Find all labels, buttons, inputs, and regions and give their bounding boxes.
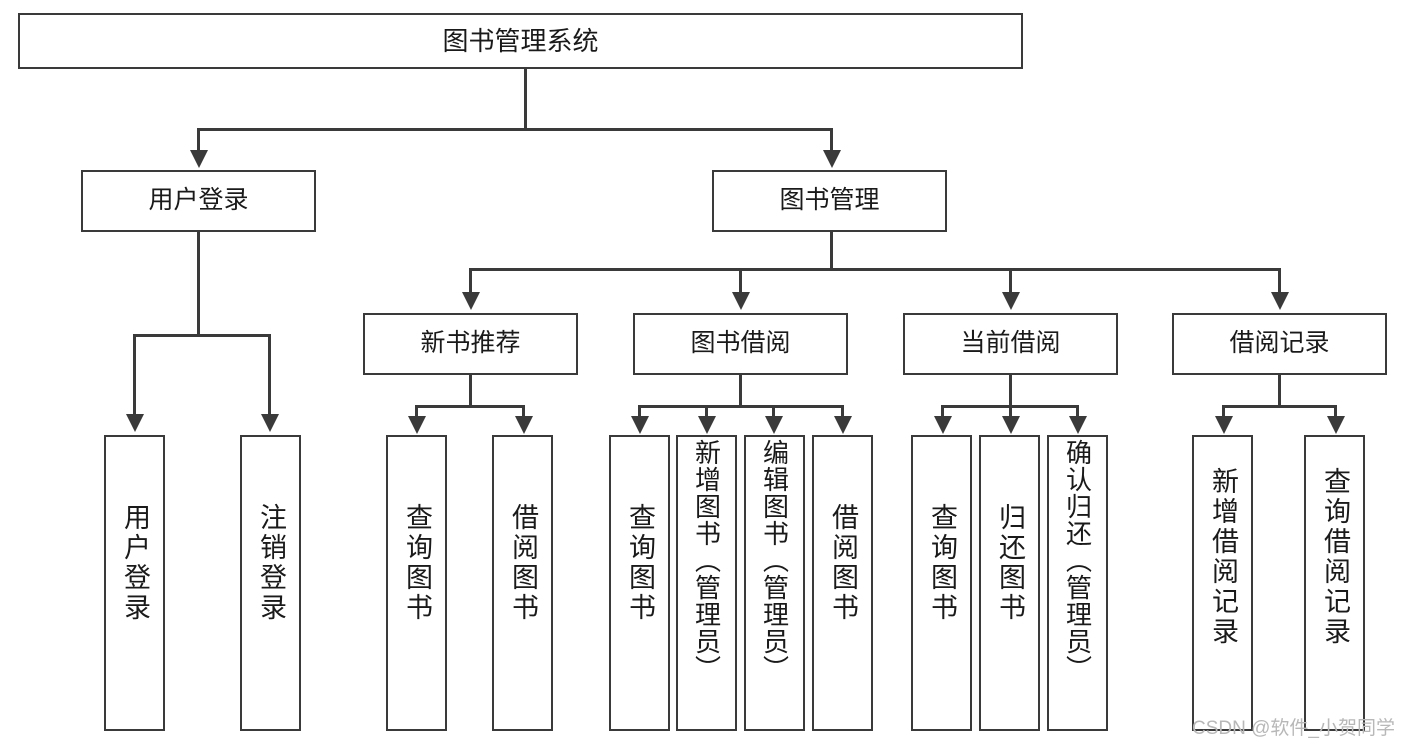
- arrowhead-current-borrow: [1002, 292, 1020, 310]
- edge-leg-new-book-recommend: [469, 268, 472, 294]
- arrowhead-bb-edit-book: [765, 416, 783, 434]
- edge-new-book-recommend-stem: [469, 375, 472, 406]
- node-label: 图书借阅: [690, 329, 791, 358]
- edge-leg-user-login: [197, 128, 200, 152]
- leaf-bb-query-book[interactable]: 查询图书: [609, 435, 670, 731]
- node-label: 借阅图书: [828, 503, 858, 623]
- leaf-br-query-record[interactable]: 查询借阅记录: [1304, 435, 1365, 731]
- node-label: 查询图书: [402, 503, 432, 623]
- node-label: 编辑图书（管理员）: [759, 439, 790, 682]
- leaf-nbr-query-book[interactable]: 查询图书: [386, 435, 447, 731]
- leaf-nbr-borrow-book[interactable]: 借阅图书: [492, 435, 553, 731]
- edge-leg-bb-edit-book: [772, 405, 775, 418]
- node-label: 新增图书（管理员）: [691, 439, 722, 682]
- edge-user-login-bus: [133, 334, 271, 337]
- edge-current-borrow-stem: [1009, 375, 1012, 406]
- node-label: 新增借阅记录: [1208, 467, 1238, 647]
- leaf-logout[interactable]: 注销登录: [240, 435, 301, 731]
- arrowhead-bb-add-book: [698, 416, 716, 434]
- edge-root-stem: [524, 69, 527, 129]
- edge-book-management-stem: [830, 232, 833, 269]
- node-book-management[interactable]: 图书管理: [712, 170, 947, 232]
- edge-book-borrow-stem: [739, 375, 742, 406]
- arrowhead-leaf-logout: [261, 414, 279, 432]
- node-current-borrow[interactable]: 当前借阅: [903, 313, 1118, 375]
- edge-borrow-record-stem: [1278, 375, 1281, 406]
- arrowhead-cb-query-book: [934, 416, 952, 434]
- node-new-book-recommend[interactable]: 新书推荐: [363, 313, 578, 375]
- edge-leg-leaf-logout: [268, 334, 271, 416]
- arrowhead-nbr-query-book: [408, 416, 426, 434]
- arrowhead-bb-borrow-book: [834, 416, 852, 434]
- node-user-login[interactable]: 用户登录: [81, 170, 316, 232]
- edge-new-book-recommend-bus: [415, 405, 525, 408]
- edge-leg-nbr-borrow-book: [522, 405, 525, 418]
- node-label: 用户登录: [120, 503, 150, 623]
- edge-leg-leaf-user-login: [133, 334, 136, 416]
- node-label: 新书推荐: [420, 329, 521, 358]
- edge-borrow-record-bus: [1222, 405, 1337, 408]
- leaf-cb-return-book[interactable]: 归还图书: [979, 435, 1040, 731]
- leaf-bb-edit-book[interactable]: 编辑图书（管理员）: [744, 435, 805, 731]
- edge-leg-nbr-query-book: [415, 405, 418, 418]
- node-label: 查询图书: [927, 503, 957, 623]
- arrowhead-borrow-record: [1271, 292, 1289, 310]
- arrowhead-leaf-user-login: [126, 414, 144, 432]
- arrowhead-new-book-recommend: [462, 292, 480, 310]
- arrowhead-book-management: [823, 150, 841, 168]
- arrowhead-nbr-borrow-book: [515, 416, 533, 434]
- node-label: 确认归还（管理员）: [1062, 439, 1093, 682]
- arrowhead-bb-query-book: [631, 416, 649, 434]
- edge-level2-bus: [469, 268, 1281, 271]
- edge-leg-current-borrow: [1009, 268, 1012, 294]
- edge-leg-bb-borrow-book: [841, 405, 844, 418]
- edge-leg-bb-query-book: [638, 405, 641, 418]
- arrowhead-cb-confirm-return: [1069, 416, 1087, 434]
- leaf-br-add-record[interactable]: 新增借阅记录: [1192, 435, 1253, 731]
- arrowhead-br-add-record: [1215, 416, 1233, 434]
- node-label: 归还图书: [995, 503, 1025, 623]
- node-label: 图书管理系统: [442, 25, 599, 56]
- edge-leg-br-add-record: [1222, 405, 1225, 418]
- edge-user-login-stem: [197, 232, 200, 335]
- edge-leg-book-borrow: [739, 268, 742, 294]
- leaf-user-login[interactable]: 用户登录: [104, 435, 165, 731]
- node-label: 查询借阅记录: [1320, 467, 1350, 647]
- node-label: 当前借阅: [960, 329, 1061, 358]
- node-label: 查询图书: [625, 503, 655, 623]
- node-label: 借阅图书: [508, 503, 538, 623]
- node-borrow-record[interactable]: 借阅记录: [1172, 313, 1387, 375]
- node-label: 用户登录: [148, 186, 249, 215]
- edge-leg-book-management: [830, 128, 833, 152]
- arrowhead-book-borrow: [732, 292, 750, 310]
- leaf-bb-add-book[interactable]: 新增图书（管理员）: [676, 435, 737, 731]
- edge-leg-borrow-record: [1278, 268, 1281, 294]
- node-label: 图书管理: [779, 186, 880, 215]
- leaf-cb-confirm-return[interactable]: 确认归还（管理员）: [1047, 435, 1108, 731]
- arrowhead-cb-return-book: [1002, 416, 1020, 434]
- edge-leg-cb-return-book: [1009, 405, 1012, 418]
- arrowhead-user-login: [190, 150, 208, 168]
- leaf-bb-borrow-book[interactable]: 借阅图书: [812, 435, 873, 731]
- leaf-cb-query-book[interactable]: 查询图书: [911, 435, 972, 731]
- node-book-borrow[interactable]: 图书借阅: [633, 313, 848, 375]
- edge-level1-bus: [197, 128, 833, 131]
- node-root-book-management-system[interactable]: 图书管理系统: [18, 13, 1023, 69]
- arrowhead-br-query-record: [1327, 416, 1345, 434]
- edge-leg-br-query-record: [1334, 405, 1337, 418]
- node-label: 注销登录: [256, 503, 286, 623]
- edge-leg-cb-confirm-return: [1076, 405, 1079, 418]
- edge-book-borrow-bus: [638, 405, 844, 408]
- edge-leg-bb-add-book: [705, 405, 708, 418]
- node-label: 借阅记录: [1229, 329, 1330, 358]
- edge-leg-cb-query-book: [941, 405, 944, 418]
